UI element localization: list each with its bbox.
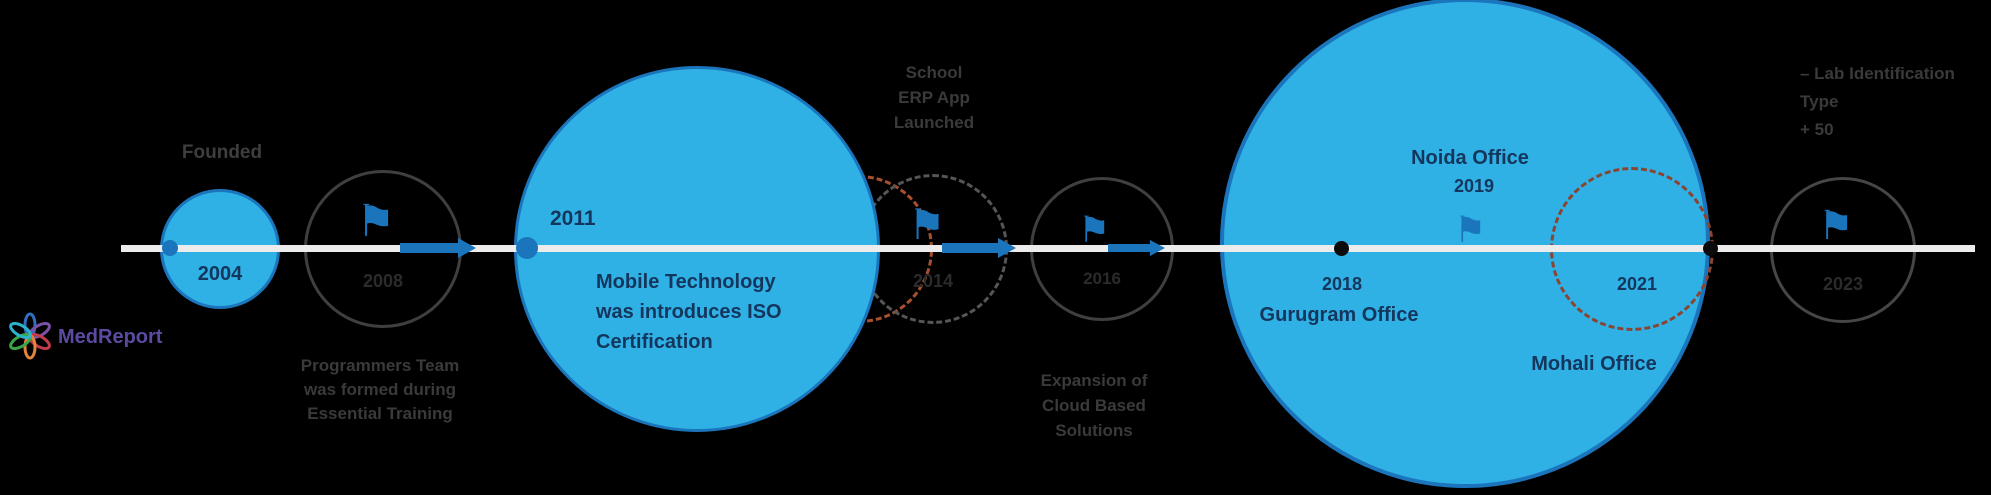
milestone-caption-2016: Expansion of Cloud Based Solutions [1041, 368, 1148, 443]
arrow-right-icon [998, 238, 1016, 258]
arrow-right-icon [1108, 244, 1150, 252]
milestone-year-2018: 2018 [1321, 274, 1363, 294]
flag-icon: ⚑ [908, 201, 946, 248]
caption-line: + 50 [1800, 120, 1834, 139]
caption-line: Launched [893, 113, 975, 132]
milestone-year-2014: 2014 [912, 271, 954, 291]
office-label-noida: Noida Office [1411, 147, 1529, 169]
milestone-year-2021: 2021 [1616, 274, 1658, 294]
caption-line: ERP App [898, 88, 970, 107]
brand-name: MedReport [58, 326, 163, 348]
caption-line: was formed during [303, 380, 457, 399]
caption-line: Mobile Technology [596, 271, 776, 293]
pinwheel-icon [9, 312, 51, 360]
flag-icon: ⚑ [356, 197, 396, 246]
caption-line: Expansion of [1040, 371, 1148, 390]
timeline-dot-2011 [516, 237, 538, 259]
caption-line: Programmers Team [300, 356, 460, 375]
caption-line: was introduces ISO [596, 301, 782, 323]
caption-line: Certification [596, 331, 713, 353]
milestone-caption-2014: School ERP App Launched [894, 60, 974, 135]
milestone-year-2016: 2016 [1083, 269, 1121, 288]
timeline-line [121, 245, 1975, 252]
office-label-mohali: Mohali Office [1531, 353, 1657, 375]
milestone-year-2004: 2004 [197, 263, 243, 285]
milestone-year-2008: 2008 [362, 271, 404, 291]
milestone-caption-2023: – Lab Identification Type + 50 [1800, 60, 1955, 144]
brand-logo [6, 312, 54, 360]
caption-line: Essential Training [307, 404, 453, 423]
milestone-year-2011: 2011 [550, 207, 596, 230]
caption-line: Type [1800, 92, 1839, 111]
flag-icon: ⚑ [1454, 209, 1487, 250]
timeline-dot-2018 [1334, 241, 1349, 256]
milestone-label-founded: Founded [181, 142, 263, 163]
arrow-right-icon [1150, 240, 1165, 256]
timeline-dot-2004 [162, 240, 178, 256]
milestone-caption-2011: Mobile Technology was introduces ISO Cer… [596, 267, 782, 357]
caption-line: – Lab Identification [1800, 64, 1955, 83]
milestone-year-2023: 2023 [1822, 274, 1864, 294]
flag-icon: ⚑ [1818, 204, 1854, 248]
flag-icon: ⚑ [1078, 209, 1111, 250]
caption-line: Cloud Based [1042, 396, 1146, 415]
caption-line: School [905, 63, 963, 82]
milestone-caption-2008: Programmers Team was formed during Essen… [301, 354, 459, 426]
milestone-year-2019: 2019 [1453, 176, 1495, 196]
arrow-right-icon [458, 238, 476, 258]
caption-line: Solutions [1055, 421, 1133, 440]
arrow-right-icon [942, 243, 998, 253]
arrow-right-icon [400, 243, 458, 253]
office-label-gurugram: Gurugram Office [1259, 304, 1419, 326]
timeline-dot-2021 [1703, 241, 1718, 256]
